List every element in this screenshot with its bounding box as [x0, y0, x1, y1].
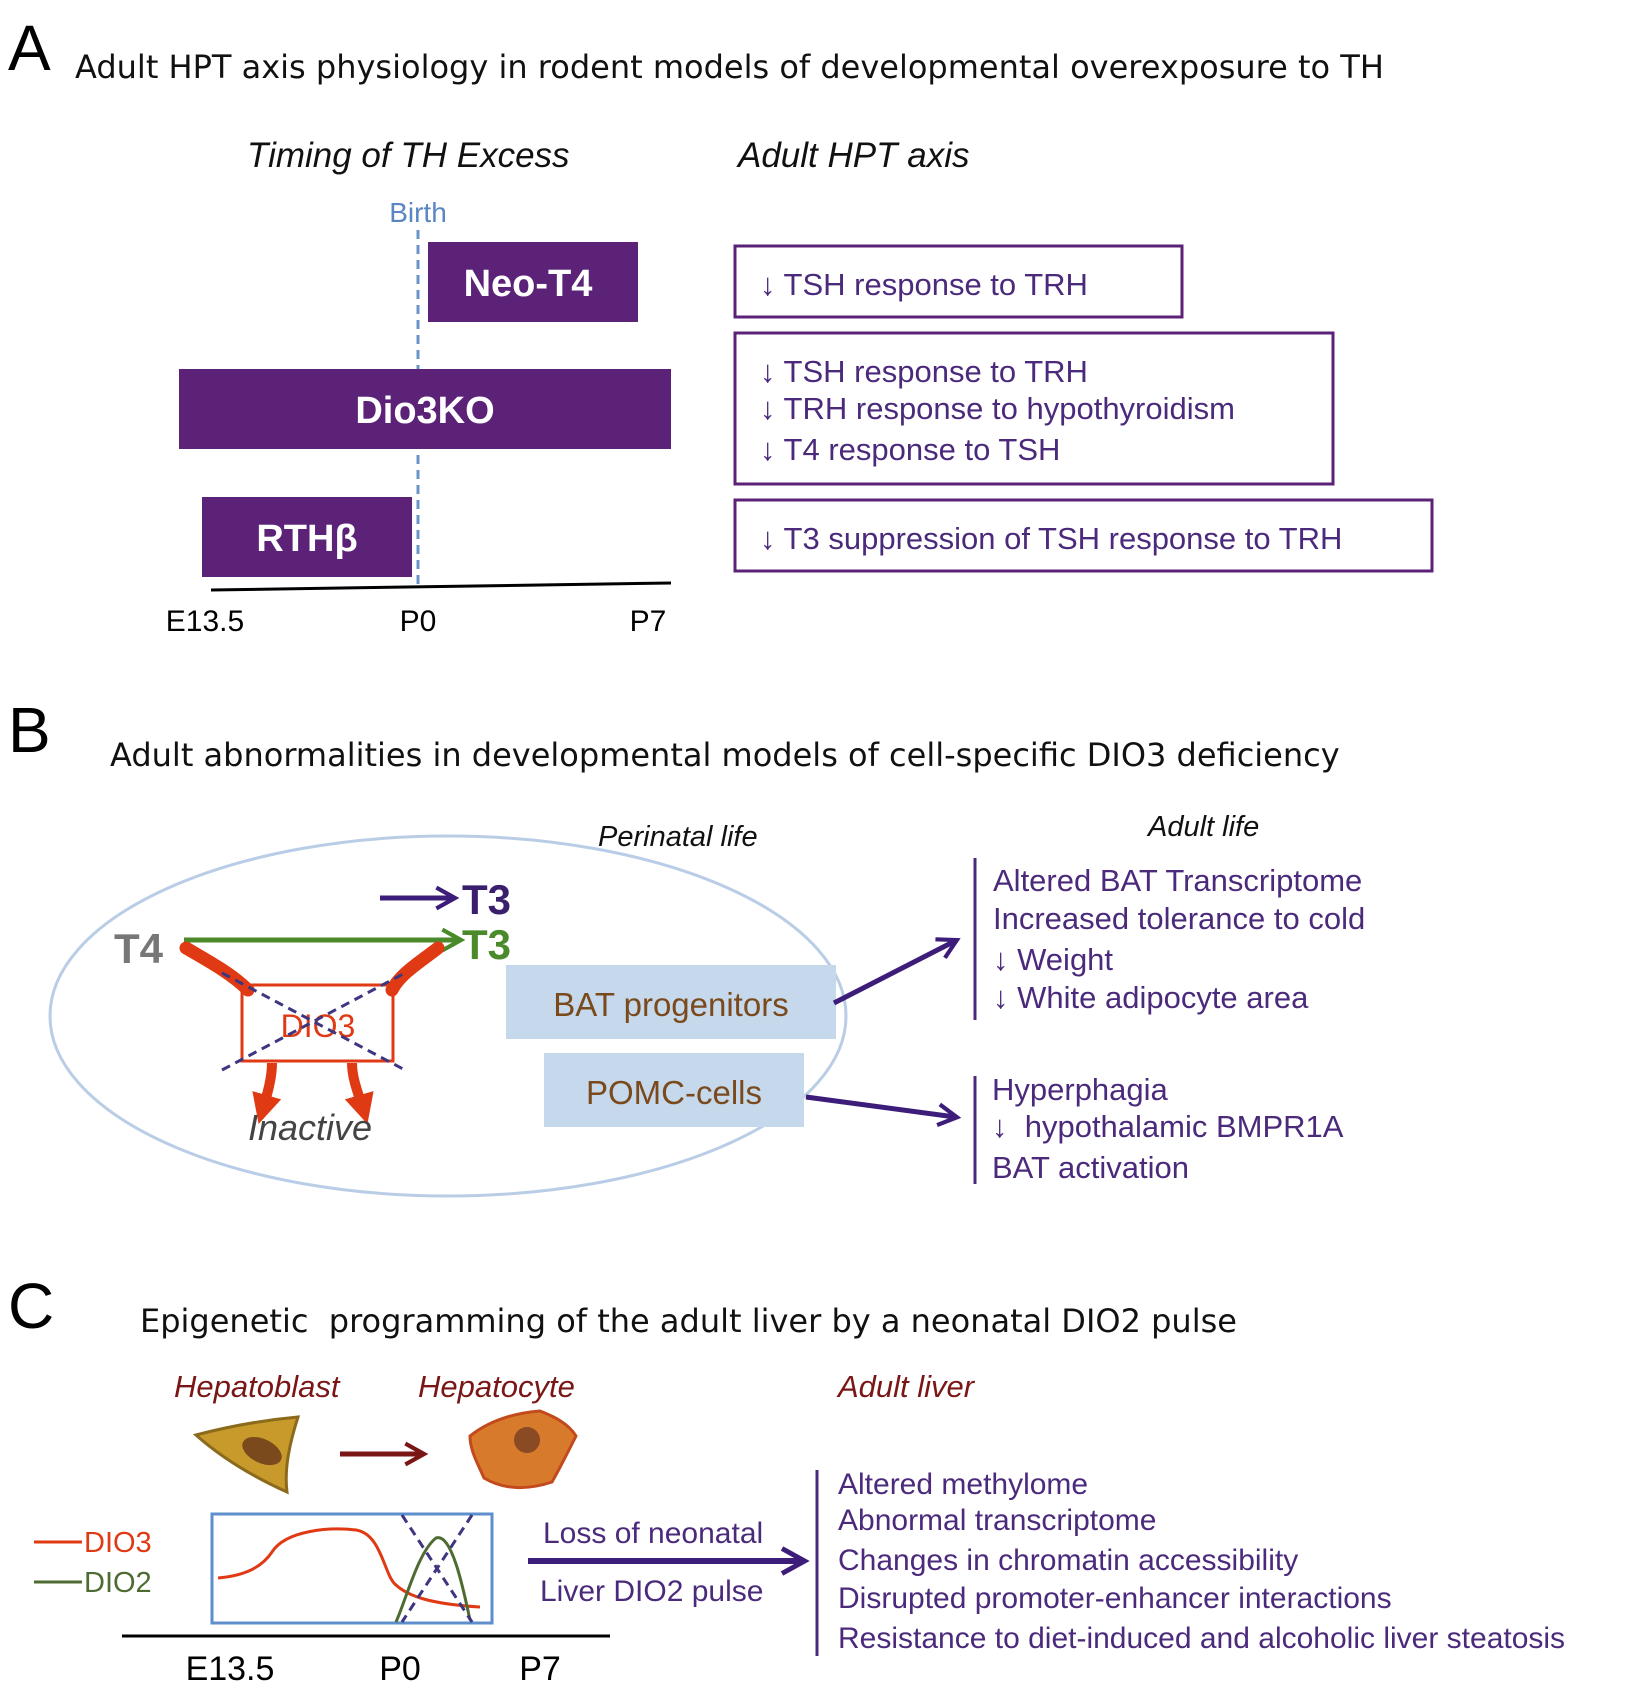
bar-rthb-label: RTHβ — [256, 518, 357, 560]
panel-c: C Epigenetic programming of the adult li… — [8, 1270, 1565, 1685]
bat-progenitors-box — [506, 965, 836, 1039]
adult-hpt-header: Adult HPT axis — [736, 136, 969, 175]
hepatoblast-label: Hepatoblast — [174, 1369, 341, 1404]
hepatoblast-nucleus — [242, 1436, 282, 1466]
adult-liver-label: Adult liver — [836, 1369, 976, 1404]
bat-to-effects-arrow — [832, 941, 955, 1006]
t3-top-label: T3 — [462, 876, 511, 923]
bat-effect-4: ↓ White adipocyte area — [993, 980, 1309, 1015]
bar-dio3ko — [179, 369, 671, 449]
dio3-box — [240, 983, 395, 1063]
panel-a: A Adult HPT axis physiology in rodent mo… — [8, 12, 1434, 638]
bar-neo-t4-label: Neo-T4 — [464, 263, 593, 305]
expression-plot-box — [210, 1512, 494, 1625]
tick-e135-c: E13.5 — [186, 1650, 275, 1685]
pomc-effect-1: Hyperphagia — [992, 1072, 1169, 1107]
dio2-curve — [394, 1536, 472, 1623]
bat-effect-1: Altered BAT Transcriptome — [993, 863, 1362, 898]
pomc-cells-box — [544, 1053, 804, 1127]
dio3-curve — [217, 1527, 481, 1609]
panel-c-letter: C — [8, 1270, 54, 1342]
bat-effect-3: ↓ Weight — [993, 942, 1113, 977]
liver-effect-3: Changes in chromatin accessibility — [838, 1544, 1298, 1577]
tick-p7-c: P7 — [519, 1650, 561, 1685]
effect-neo-t4-1: ↓ TSH response to TRH — [760, 267, 1088, 302]
t4-branch-arrow — [179, 941, 255, 997]
birth-label: Birth — [389, 197, 447, 228]
legend-dio3-label: DIO3 — [84, 1527, 152, 1559]
liver-effect-2: Abnormal transcriptome — [838, 1504, 1156, 1537]
pomc-cells-label: POMC-cells — [586, 1074, 762, 1111]
effect-box-neo-t4 — [733, 244, 1184, 319]
inactive-label: Inactive — [248, 1107, 372, 1148]
pomc-effect-3: BAT activation — [992, 1150, 1189, 1185]
adult-life-label: Adult life — [1146, 811, 1259, 843]
arrow-label-2: Liver DIO2 pulse — [540, 1575, 763, 1608]
hepatocyte-nucleus — [514, 1427, 540, 1453]
panel-a-title: Adult HPT axis physiology in rodent mode… — [75, 48, 1384, 86]
tick-p7-a: P7 — [630, 605, 667, 638]
dio3-cross-2 — [221, 971, 406, 1072]
perinatal-ellipse — [48, 834, 848, 1198]
legend-dio2-label: DIO2 — [84, 1567, 152, 1599]
inactive-arrow-right — [344, 1062, 374, 1125]
bar-neo-t4 — [428, 242, 638, 322]
bar-rthb — [202, 497, 412, 577]
bat-progenitors-label: BAT progenitors — [553, 986, 788, 1023]
liver-effect-5: Resistance to diet-induced and alcoholic… — [838, 1622, 1565, 1655]
timing-header: Timing of TH Excess — [247, 136, 570, 175]
pomc-effect-2: ↓ hypothalamic BMPR1A — [992, 1109, 1344, 1144]
panel-b-title: Adult abnormalities in developmental mod… — [110, 736, 1340, 774]
tick-e135-a: E13.5 — [166, 605, 244, 638]
perinatal-life-label: Perinatal life — [598, 821, 758, 853]
panel-c-title: Epigenetic programming of the adult live… — [140, 1302, 1237, 1340]
bat-effect-2: Increased tolerance to cold — [993, 901, 1365, 936]
pomc-to-effects-arrow — [805, 1094, 955, 1117]
bar-dio3ko-label: Dio3KO — [355, 390, 494, 432]
panel-b-letter: B — [8, 694, 51, 766]
hepatocyte-label: Hepatocyte — [418, 1369, 575, 1404]
tick-p0-a: P0 — [400, 605, 437, 638]
t3-mid-label: T3 — [462, 921, 511, 968]
inactive-arrow-left — [252, 1062, 282, 1125]
timeline-axis-a — [210, 581, 672, 592]
panel-a-letter: A — [8, 12, 51, 84]
liver-effect-4: Disrupted promoter-enhancer interactions — [838, 1582, 1392, 1615]
tick-p0-c: P0 — [379, 1650, 421, 1685]
effect-box-dio3ko — [733, 331, 1335, 486]
effect-rthb-1: ↓ T3 suppression of TSH response to TRH — [760, 521, 1342, 556]
liver-effect-1: Altered methylome — [838, 1468, 1088, 1501]
effect-dio3ko-1: ↓ TSH response to TRH — [760, 354, 1088, 389]
effect-dio3ko-3: ↓ T4 response to TSH — [760, 432, 1060, 467]
dio3-cross-1 — [221, 971, 406, 1072]
effect-box-rthb — [733, 498, 1434, 573]
panel-b: B Adult abnormalities in developmental m… — [8, 694, 1365, 1198]
effect-dio3ko-2: ↓ TRH response to hypothyroidism — [760, 391, 1235, 426]
t4-label: T4 — [114, 925, 164, 972]
arrow-label-1: Loss of neonatal — [543, 1517, 763, 1550]
dio2-cross-2 — [400, 1514, 474, 1623]
t3-branch-arrow — [385, 941, 445, 997]
